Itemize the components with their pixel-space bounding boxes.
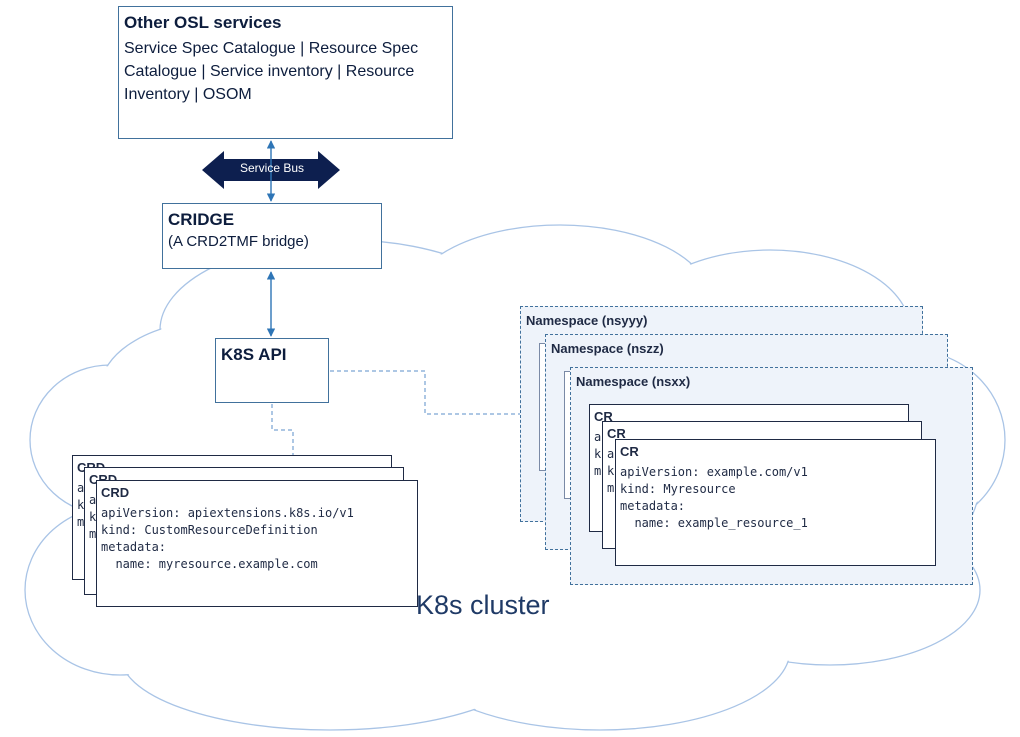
k8s-api-title: K8S API [221, 345, 287, 364]
cr-card-title: CR [607, 426, 626, 441]
cridge-box: CRIDGE (A CRD2TMF bridge) [162, 203, 382, 269]
cr-card-title: CR [594, 409, 613, 424]
cr-card-front: CR apiVersion: example.com/v1 kind: Myre… [615, 439, 936, 566]
k8s-api-box: K8S API [215, 338, 329, 403]
cridge-title: CRIDGE [168, 210, 235, 229]
osl-services-box: Other OSL services Service Spec Catalogu… [118, 6, 453, 139]
cr-card-title: CR [620, 444, 639, 459]
cr-card-peek: a k m [594, 430, 602, 478]
osl-services-list: Service Spec Catalogue | Resource Spec C… [124, 40, 419, 103]
api-to-crd-link [271, 404, 294, 455]
cridge-subtitle: (A CRD2TMF bridge) [168, 233, 309, 250]
namespace-label: Namespace (nszz) [551, 341, 664, 356]
crd-card-peek: a k m [89, 493, 97, 541]
cr-yaml: apiVersion: example.com/v1 kind: Myresou… [620, 465, 808, 530]
crd-card-front: CRD apiVersion: apiextensions.k8s.io/v1 … [96, 480, 418, 607]
api-to-namespace-link [330, 370, 520, 415]
dashed-links [271, 370, 520, 455]
crd-yaml: apiVersion: apiextensions.k8s.io/v1 kind… [101, 506, 354, 571]
namespace-label: Namespace (nsyyy) [526, 313, 648, 328]
cluster-label: K8s cluster [416, 590, 550, 620]
osl-services-title: Other OSL services [124, 13, 282, 32]
namespace-label: Namespace (nsxx) [576, 374, 691, 389]
cr-card-peek: a k m [607, 447, 615, 495]
service-bus-label: Service Bus [239, 161, 305, 175]
crd-card-peek: a k m [77, 481, 85, 529]
crd-card-title: CRD [101, 485, 130, 500]
